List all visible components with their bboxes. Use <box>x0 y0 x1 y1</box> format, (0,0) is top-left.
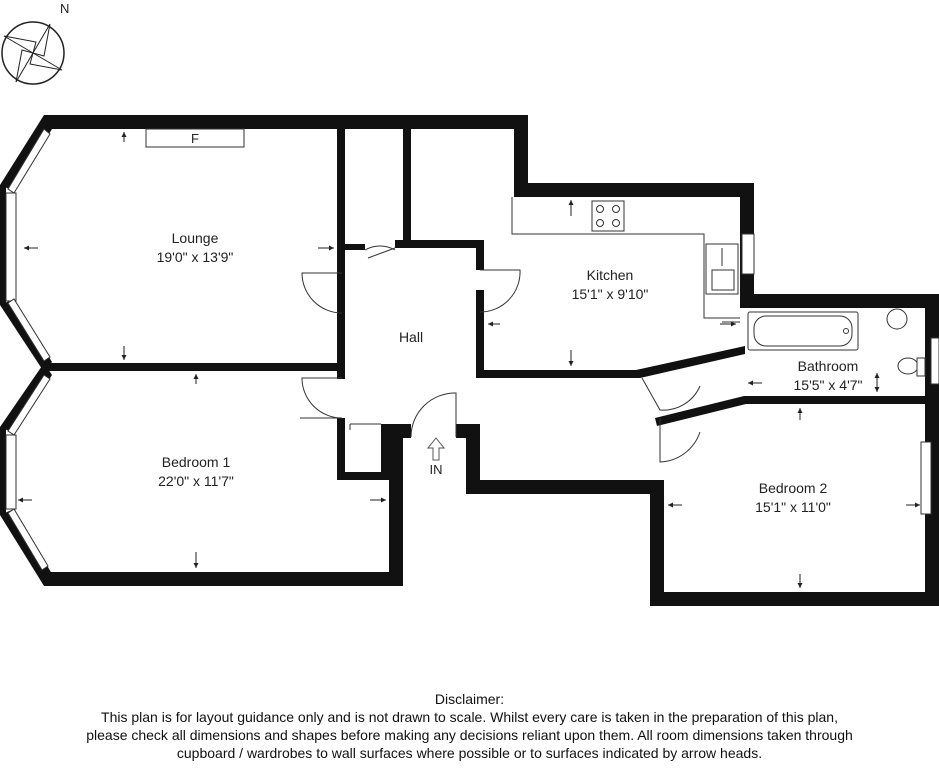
bath-icon <box>747 311 859 351</box>
room-size: 15'1" x 11'0" <box>755 499 831 515</box>
compass-rose-icon <box>1 21 65 85</box>
disclaimer-line: please check all dimensions and shapes b… <box>86 727 853 743</box>
bathroom-fittings <box>747 308 926 377</box>
kitchen-fittings <box>511 197 740 323</box>
room-name: Bedroom 2 <box>759 480 828 496</box>
compass-north-label: N <box>60 1 69 16</box>
room-label-bathroom: Bathroom 15'5" x 4'7" <box>794 358 863 393</box>
toilet-icon <box>897 357 919 375</box>
basin-icon <box>886 308 908 330</box>
windows <box>5 128 939 571</box>
room-label-bedroom1: Bedroom 1 22'0" x 11'7" <box>158 454 234 489</box>
entrance-label: IN <box>430 462 443 477</box>
room-label-bedroom2: Bedroom 2 15'1" x 11'0" <box>755 480 831 515</box>
room-name: Lounge <box>172 230 219 246</box>
room-name: Bedroom 1 <box>162 454 231 470</box>
room-label-kitchen: Kitchen 15'1" x 9'10" <box>572 267 649 302</box>
room-size: 22'0" x 11'7" <box>158 473 234 489</box>
room-name: Kitchen <box>587 267 634 283</box>
fireplace-label: F <box>191 131 199 146</box>
fireplace <box>145 128 245 148</box>
doors <box>300 245 701 463</box>
hob-icon <box>591 200 625 232</box>
entrance-arrow-icon <box>426 437 446 461</box>
disclaimer-line: This plan is for layout guidance only an… <box>101 709 838 725</box>
walls <box>0 115 939 606</box>
room-size: 19'0" x 13'9" <box>157 249 234 265</box>
room-size: 15'1" x 9'10" <box>572 286 649 302</box>
floor-plan: N <box>0 1 939 606</box>
room-label-lounge: Lounge 19'0" x 13'9" <box>157 230 234 265</box>
dimension-arrows <box>18 132 920 588</box>
room-label-hall: Hall <box>399 329 423 345</box>
disclaimer-line: cupboard / wardrobes to wall surfaces wh… <box>176 745 763 761</box>
disclaimer: Disclaimer: This plan is for layout guid… <box>0 690 939 762</box>
room-name: Bathroom <box>798 358 859 374</box>
room-name: Hall <box>399 329 423 345</box>
room-size: 15'5" x 4'7" <box>794 377 863 393</box>
disclaimer-title: Disclaimer: <box>434 691 505 707</box>
